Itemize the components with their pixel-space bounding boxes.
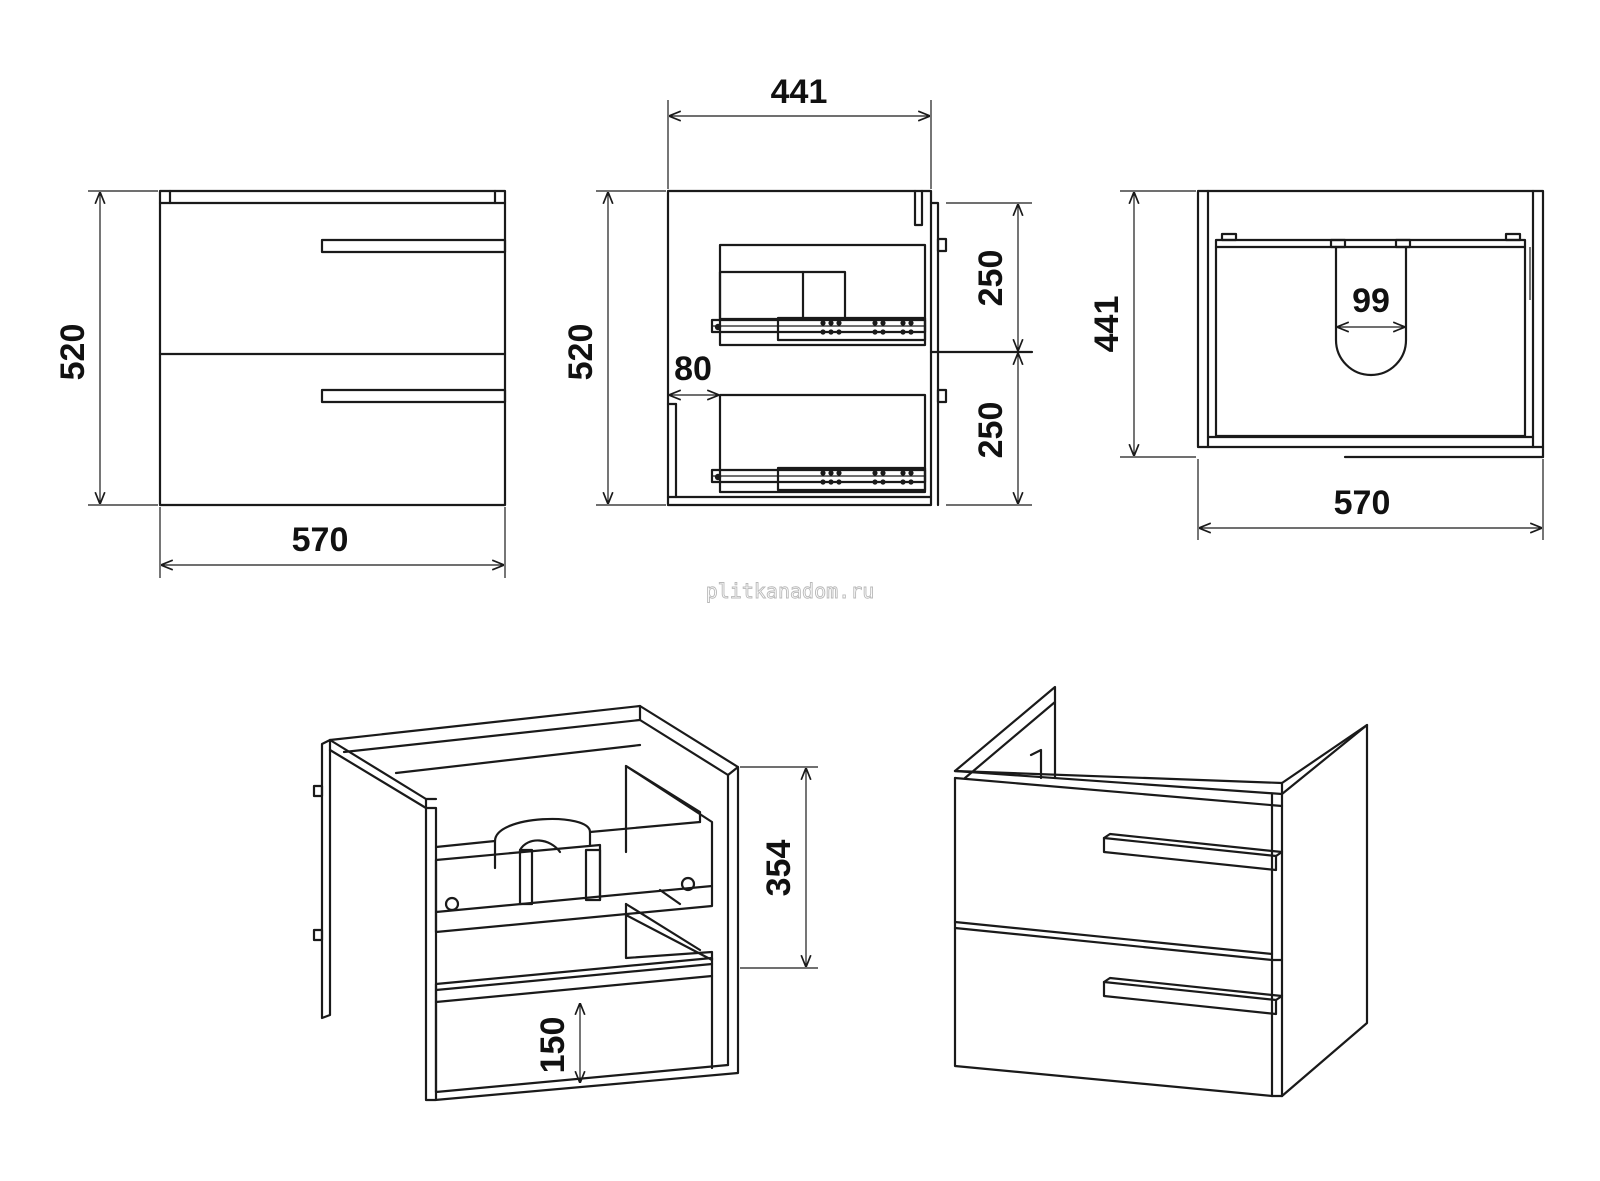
top-view: 99 441 570	[1088, 189, 1545, 540]
open-inner-height-label: 354	[760, 840, 798, 897]
side-lower-drawer	[710, 393, 927, 494]
closed-handle-bottom	[1102, 980, 1278, 1016]
front-height-label: 520	[54, 324, 92, 381]
top-cutout	[1334, 245, 1408, 377]
top-cutout-label: 99	[1352, 282, 1390, 320]
side-offset-label: 80	[674, 350, 712, 388]
top-width-label: 570	[1334, 484, 1391, 522]
top-depth-label: 441	[1088, 296, 1126, 353]
closed-handle-top	[1102, 836, 1278, 872]
side-drawer-top-label: 250	[972, 250, 1010, 307]
open-drawer-height-label: 150	[534, 1017, 572, 1074]
closed-isometric-view	[953, 685, 1369, 1098]
front-body	[158, 189, 507, 507]
side-body	[666, 189, 933, 507]
open-lower-drawer	[434, 902, 714, 1094]
side-height-label: 520	[562, 324, 600, 381]
front-handle-bottom	[320, 388, 507, 404]
side-upper-drawer	[710, 243, 927, 347]
side-drawer-bottom-label: 250	[972, 402, 1010, 459]
front-view: 520 570	[54, 189, 507, 578]
side-depth-label: 441	[771, 73, 828, 111]
top-body	[1196, 189, 1545, 449]
side-view: 441 520 80 250 250	[562, 73, 1034, 507]
front-width-label: 570	[292, 521, 349, 559]
watermark: plitkanadom.ru	[706, 579, 875, 603]
front-handle-top	[320, 238, 507, 254]
open-upper-drawer	[434, 764, 714, 934]
open-isometric-view: 354 150	[312, 704, 818, 1102]
